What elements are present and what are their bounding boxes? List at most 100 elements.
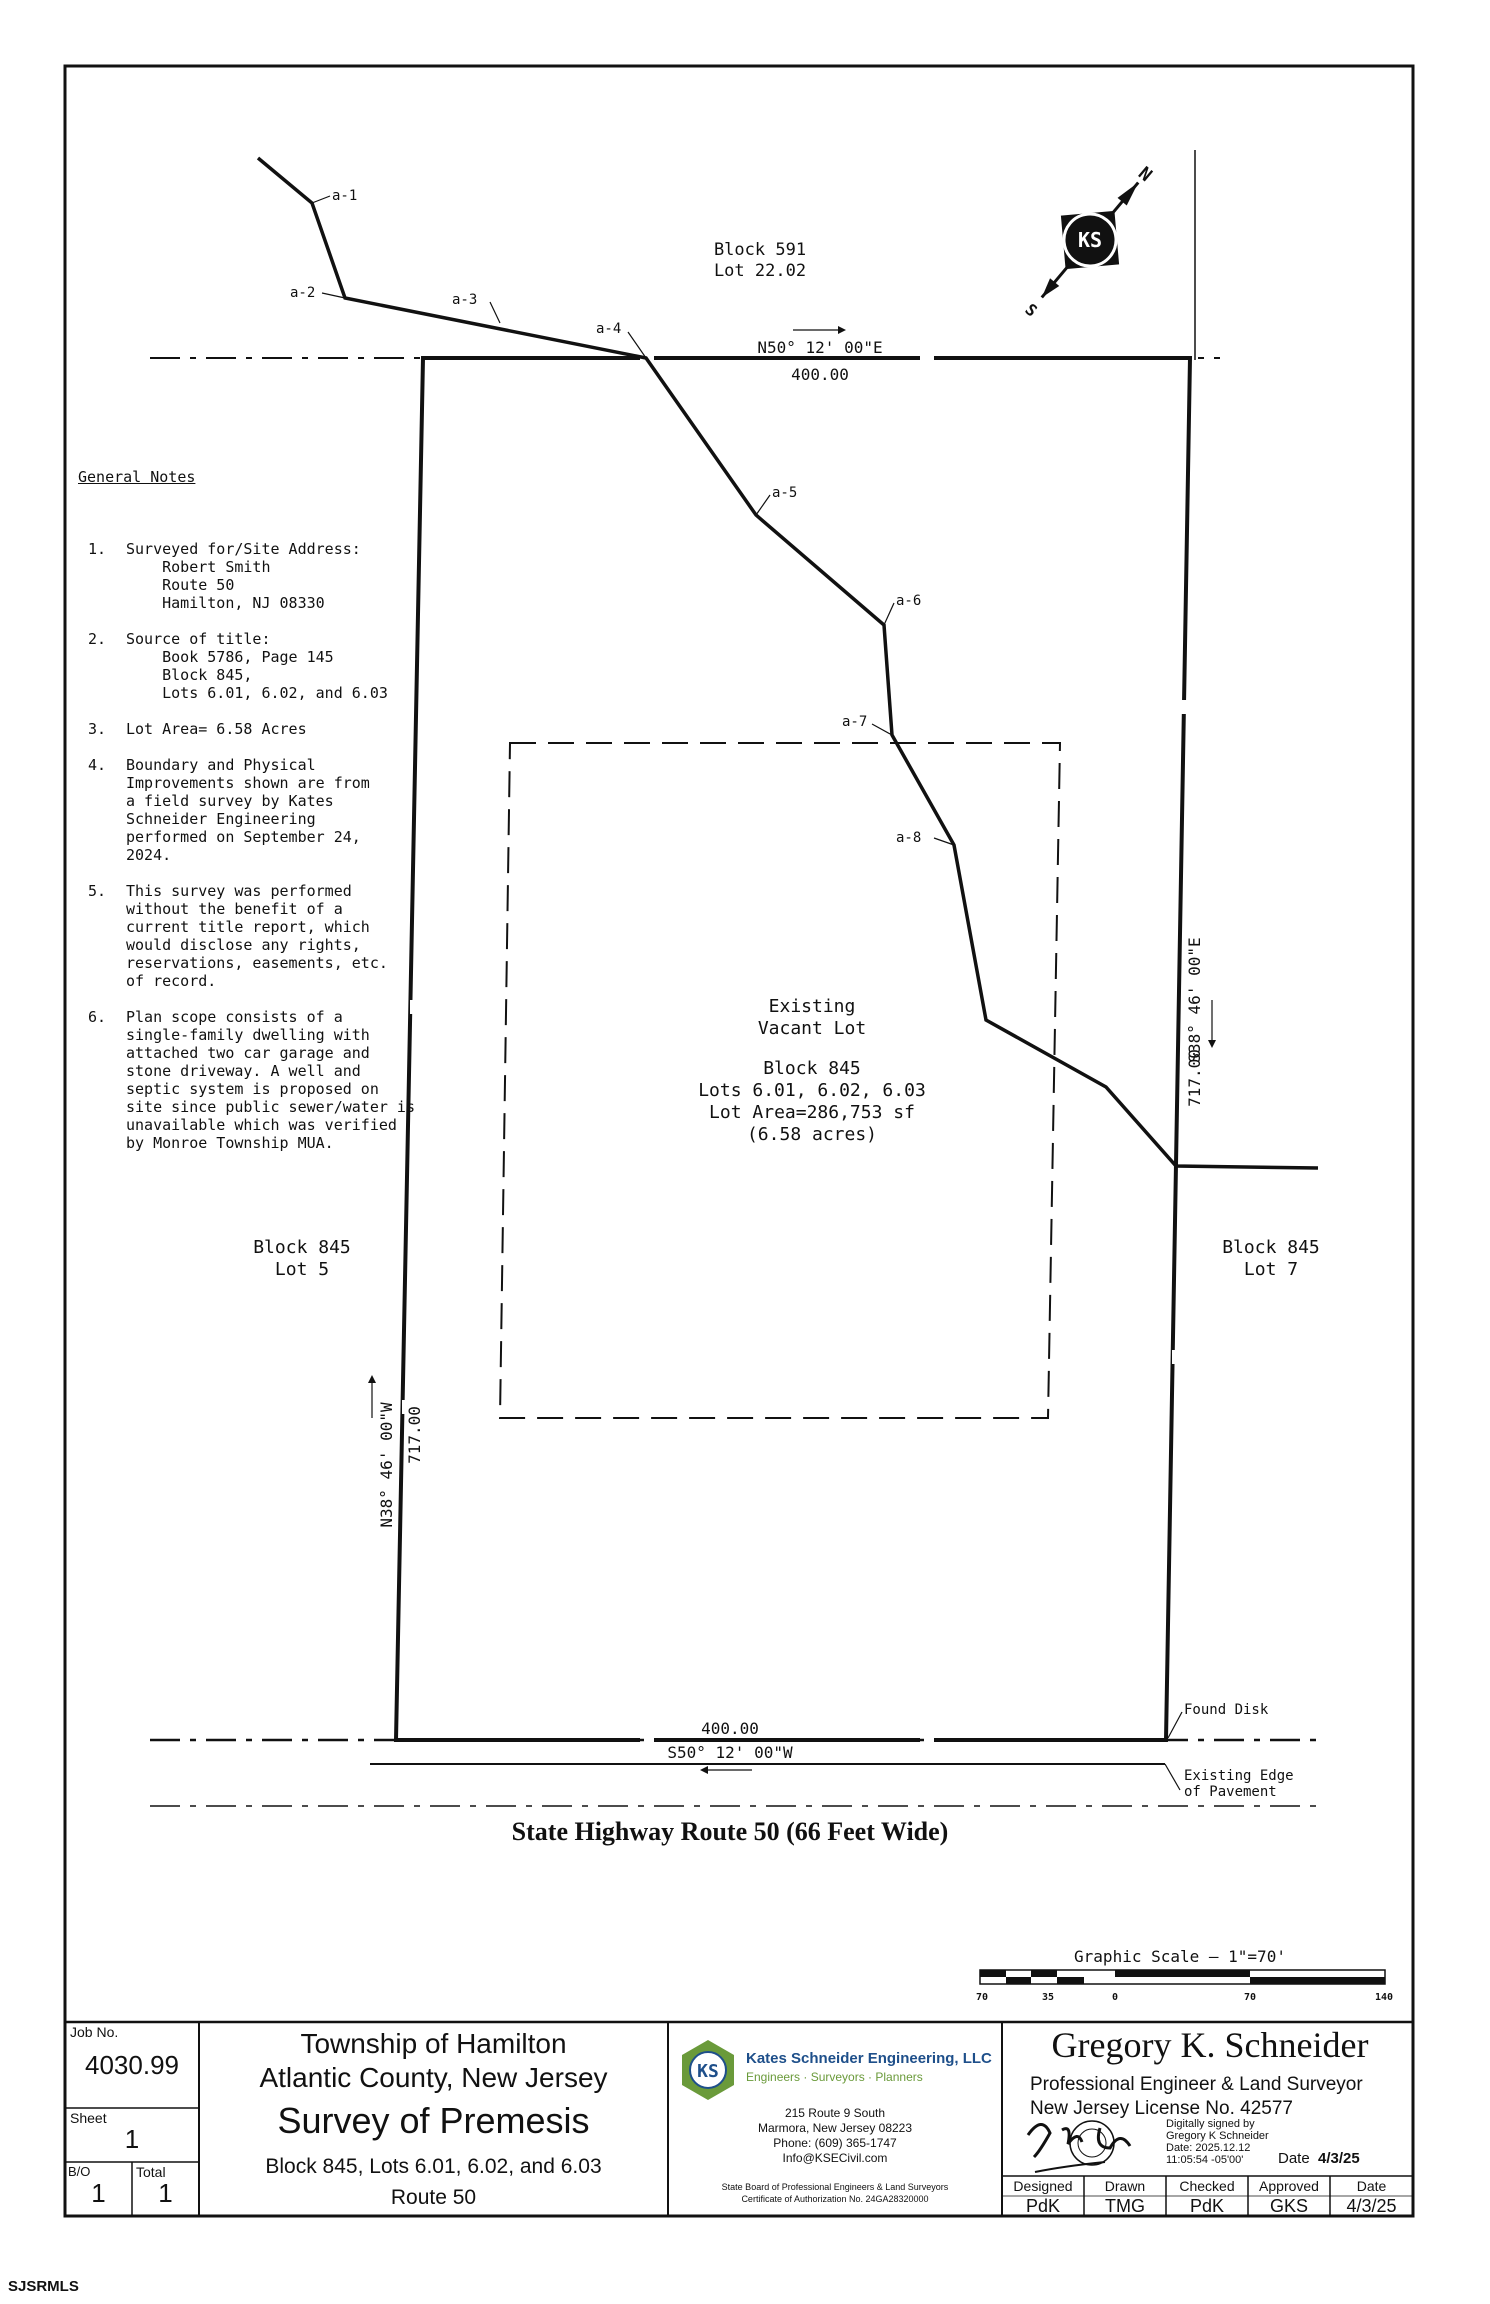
note-number: 5. — [88, 882, 107, 900]
svg-text:Existing: Existing — [769, 996, 856, 1017]
notes-list: 1. Surveyed for/Site Address: Robert Smit… — [78, 540, 415, 1152]
point-a4: a-4 — [596, 321, 621, 337]
approval-designed-label: Designed — [1013, 2178, 1073, 2194]
road-title: State Highway Route 50 (66 Feet Wide) — [512, 1817, 949, 1846]
engineer-license: New Jersey License No. 42577 — [1030, 2098, 1293, 2119]
note-item: 4. Boundary and Physical Improvements sho… — [78, 756, 398, 864]
east-distance: 717.00 — [1185, 1049, 1204, 1107]
job-number: 4030.99 — [85, 2050, 179, 2080]
approval-checked-label: Checked — [1179, 2178, 1235, 2194]
general-notes: General Notes 1. Surveyed for/Site Addres… — [78, 432, 415, 1188]
note-item: 2. Source of title: Book 5786, Page 145 B… — [78, 630, 398, 702]
scale-tick-140: 140 — [1375, 1992, 1393, 2003]
north-distance: 400.00 — [791, 365, 849, 384]
point-a5: a-5 — [772, 485, 797, 501]
building-envelope — [498, 742, 1062, 1419]
pavement-label-2: of Pavement — [1184, 1784, 1277, 1800]
survey-title: Survey of Premesis — [277, 2100, 590, 2141]
north-bearing: N50° 12' 00"E — [757, 338, 882, 357]
scale-tick-35: 35 — [1042, 1992, 1054, 2003]
east-lot-label: Lot 7 — [1244, 1259, 1298, 1280]
traverse-labels: a-1 a-2 a-3 a-4 a-5 a-6 a-7 a-8 — [290, 188, 955, 846]
svg-text:Lot Area=286,753 sf: Lot Area=286,753 sf — [709, 1102, 915, 1123]
note-item: 6. Plan scope consists of a single-family… — [78, 1008, 415, 1152]
north-arrow: N S KS — [1021, 163, 1155, 321]
digital-sig-3: Date: 2025.12.12 — [1166, 2142, 1251, 2154]
lot-2202-label: Lot 22.02 — [714, 261, 806, 281]
approval-drawn-label: Drawn — [1104, 2178, 1146, 2194]
scale-tick-70b: 70 — [1244, 1992, 1256, 2003]
svg-text:Lots 6.01, 6.02, 6.03: Lots 6.01, 6.02, 6.03 — [698, 1080, 926, 1101]
point-a7: a-7 — [842, 714, 867, 730]
firm-phone: Phone: (609) 365-1747 — [773, 2136, 897, 2150]
engineer-title: Professional Engineer & Land Surveyor — [1030, 2074, 1363, 2095]
bo-label: B/O — [68, 2164, 91, 2179]
approval-checked-value: PdK — [1189, 2196, 1225, 2216]
digital-sig-2: Gregory K Schneider — [1166, 2130, 1269, 2142]
firm-logo: KS — [682, 2040, 734, 2100]
west-block-label: Block 845 — [253, 1237, 351, 1258]
note-number: 2. — [88, 630, 107, 648]
route-name: Route 50 — [390, 2186, 477, 2209]
note-number: 4. — [88, 756, 107, 774]
note-number: 1. — [88, 540, 107, 558]
digital-sig-1: Digitally signed by — [1166, 2118, 1255, 2130]
west-bearing: N38° 46' 00"W — [377, 1402, 396, 1528]
approval-date-label: Date — [1356, 2178, 1387, 2194]
mls-footer-tag: SJSRMLS — [8, 2278, 79, 2295]
total-value: 1 — [158, 2178, 173, 2208]
note-text: Source of title: Book 5786, Page 145 Blo… — [126, 630, 388, 702]
note-text: Boundary and Physical Improvements shown… — [126, 756, 370, 864]
pavement-label-1: Existing Edge — [1184, 1768, 1294, 1784]
bo-value: 1 — [91, 2178, 106, 2208]
sheet-number: 1 — [124, 2124, 140, 2154]
point-a2: a-2 — [290, 285, 315, 301]
point-a3: a-3 — [452, 292, 477, 308]
sign-date-label: Date — [1278, 2150, 1310, 2167]
graphic-scale: Graphic Scale — 1"=70' 70 35 0 70 140 — [976, 1947, 1393, 2003]
note-item: 1. Surveyed for/Site Address: Robert Smit… — [78, 540, 398, 612]
ks-compass-logo: KS — [1078, 228, 1102, 252]
point-a8: a-8 — [896, 830, 921, 846]
approval-approved-value: GKS — [1269, 2196, 1308, 2216]
approval-drawn-value: TMG — [1105, 2196, 1145, 2216]
job-label: Job No. — [70, 2024, 119, 2040]
found-disk-label: Found Disk — [1184, 1702, 1269, 1718]
note-number: 3. — [88, 720, 107, 738]
point-a6: a-6 — [896, 593, 921, 609]
engineer-name: Gregory K. Schneider — [1051, 2025, 1369, 2065]
scale-tick-0: 0 — [1112, 1992, 1118, 2003]
firm-board: State Board of Professional Engineers & … — [721, 2182, 949, 2192]
notes-title: General Notes — [78, 468, 196, 486]
lots-description: Block 845, Lots 6.01, 6.02, and 6.03 — [265, 2155, 602, 2178]
note-item: 5. This survey was performed without the … — [78, 882, 398, 990]
approval-designed-value: PdK — [1025, 2196, 1061, 2216]
approval-approved-label: Approved — [1259, 2178, 1319, 2194]
note-number: 6. — [88, 1008, 107, 1026]
sheet-border — [63, 64, 1415, 2218]
title-block-grid — [65, 2020, 1413, 2216]
south-bearing: S50° 12' 00"W — [667, 1743, 793, 1762]
note-item: 3.Lot Area= 6.58 Acres — [78, 720, 398, 738]
firm-tagline: Engineers · Surveyors · Planners — [746, 2070, 923, 2084]
vacant-lot-text: Existing Vacant Lot Block 845 Lots 6.01,… — [698, 996, 926, 1145]
county-name: Atlantic County, New Jersey — [259, 2062, 608, 2093]
note-text: Surveyed for/Site Address: Robert Smith … — [126, 540, 361, 612]
firm-address: 215 Route 9 South — [784, 2106, 886, 2120]
west-distance: 717.00 — [405, 1406, 424, 1464]
approval-date-value: 4/3/25 — [1346, 2196, 1397, 2216]
east-block-label: Block 845 — [1222, 1237, 1320, 1258]
firm-certificate: Certificate of Authorization No. 24GA283… — [741, 2194, 929, 2204]
scale-title: Graphic Scale — 1"=70' — [1074, 1947, 1286, 1966]
svg-text:Vacant Lot: Vacant Lot — [758, 1018, 866, 1039]
south-letter: S — [1021, 300, 1041, 321]
property-boundary — [393, 356, 1193, 1742]
note-text: This survey was performed without the be… — [126, 882, 388, 990]
firm-email: Info@KSECivil.com — [782, 2151, 888, 2165]
sign-date-value: 4/3/25 — [1318, 2150, 1360, 2167]
firm-name: Kates Schneider Engineering, LLC — [746, 2050, 992, 2067]
note-text: Plan scope consists of a single-family d… — [126, 1008, 415, 1152]
svg-text:Block 845: Block 845 — [763, 1058, 861, 1079]
pe-seal — [1069, 2120, 1115, 2166]
